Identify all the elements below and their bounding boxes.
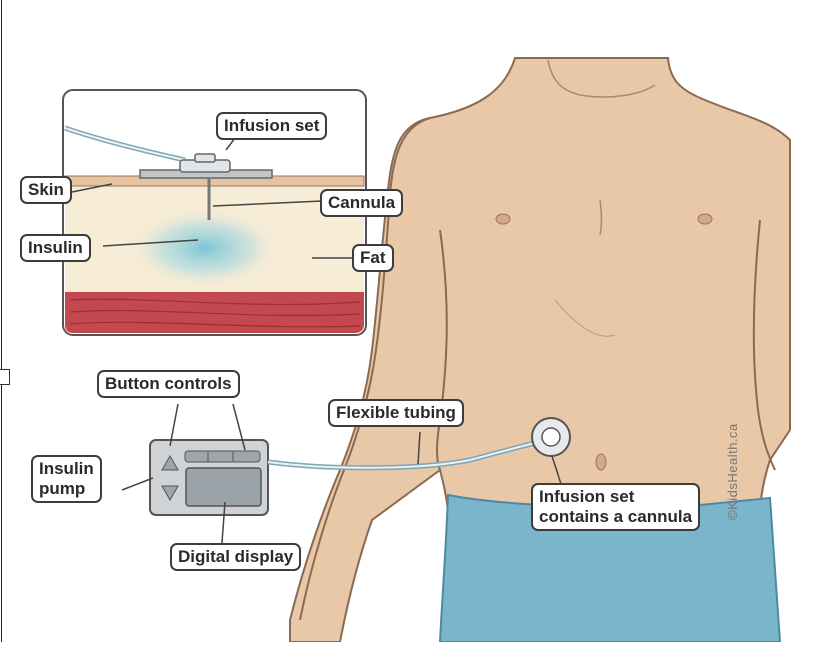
label-insulin-pump-line2: pump xyxy=(39,479,86,498)
pump-buttons-row xyxy=(184,450,261,463)
infusion-site-inner xyxy=(541,427,561,447)
label-insulin-pump-line1: Insulin xyxy=(39,459,94,478)
label-flexible-tubing: Flexible tubing xyxy=(328,399,464,427)
label-fat: Fat xyxy=(352,244,394,272)
label-insulin: Insulin xyxy=(20,234,91,262)
pump-screen xyxy=(185,467,262,507)
left-arm-inner xyxy=(436,229,448,471)
label-cannula: Cannula xyxy=(320,189,404,217)
down-arrow-icon xyxy=(161,485,179,502)
neck-line xyxy=(547,59,656,98)
label-infusion-set-cannula-line2: contains a cannula xyxy=(539,507,693,526)
insulin-spot xyxy=(130,208,280,288)
pump-leaders xyxy=(121,403,562,544)
label-infusion-set-cannula: Infusion set contains a cannula xyxy=(531,483,701,531)
label-infusion-set-cannula-line1: Infusion set xyxy=(539,487,635,506)
left-nipple xyxy=(495,213,511,225)
right-arm-inner xyxy=(752,219,776,471)
muscle-fibers xyxy=(69,298,361,328)
navel xyxy=(595,453,607,471)
label-skin: Skin xyxy=(20,176,72,204)
left-border-line xyxy=(1,0,2,642)
infusion-set-cap xyxy=(194,153,216,163)
credit-text: ©KidsHealth.ca xyxy=(725,423,740,520)
label-button-controls: Button controls xyxy=(97,370,240,398)
label-digital-display: Digital display xyxy=(170,543,302,571)
chest-line xyxy=(599,199,603,236)
inset-leaders xyxy=(71,133,356,259)
tubing-core xyxy=(267,439,549,469)
right-nipple xyxy=(697,213,713,225)
left-edge-marker xyxy=(0,369,10,385)
label-insulin-pump: Insulin pump xyxy=(31,455,102,503)
label-infusion-set: Infusion set xyxy=(216,112,328,140)
left-arm xyxy=(299,117,431,621)
belly-line xyxy=(554,299,616,337)
up-arrow-icon xyxy=(161,454,179,471)
inset-tubing-core xyxy=(64,127,186,161)
